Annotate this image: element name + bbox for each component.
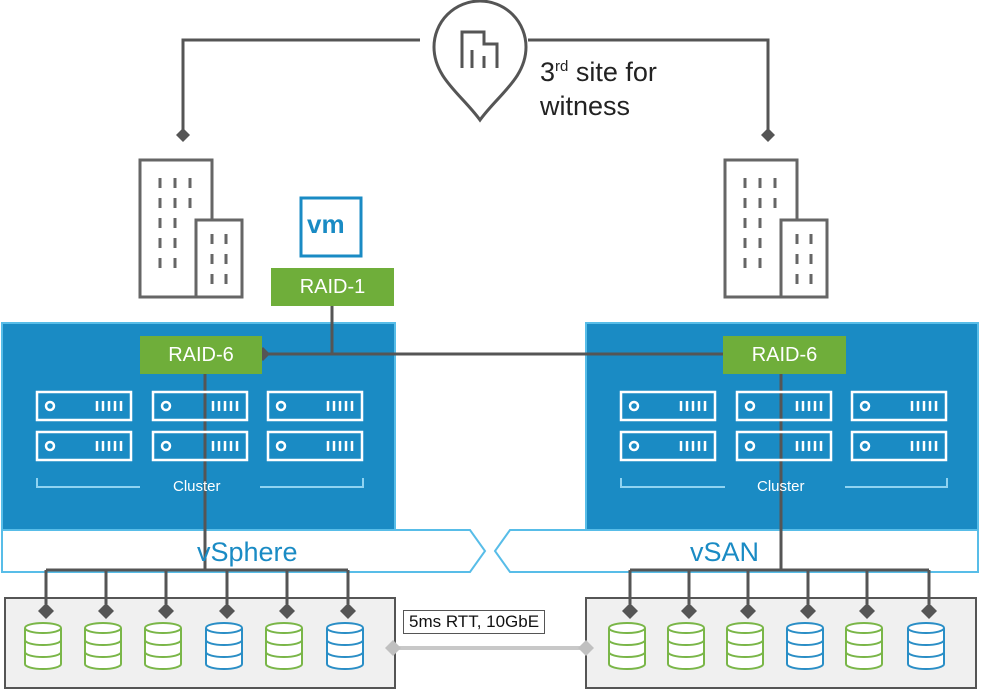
witness-site-label: 3rd site for witness [540,50,657,123]
server-icon [619,390,717,422]
disk-icon [907,622,945,670]
diamond-connector-icon [800,603,816,619]
diamond-connector-icon [859,603,875,619]
diamond-connector-icon [219,603,235,619]
disk-icon [786,622,824,670]
inter-site-link-label: 5ms RTT, 10GbE [403,610,546,634]
witness-post: site for [568,57,657,87]
disk-icon [726,622,764,670]
diamond-connector-icon [622,603,638,619]
server-icon [266,430,364,462]
server-icon [151,390,249,422]
witness-pre: 3 [540,57,556,87]
diamond-connector-icon [578,640,594,656]
server-icon [151,430,249,462]
disk-icon [144,622,182,670]
building-icon [723,158,829,299]
diamond-connector-icon [98,603,114,619]
diamond-connector-icon [761,128,775,142]
server-icon [266,390,364,422]
server-icon [619,430,717,462]
disk-icon [608,622,646,670]
diamond-connector-icon [740,603,756,619]
server-icon [850,430,948,462]
left-cluster-bracket [36,478,364,488]
left-disk-group [24,568,364,670]
disk-icon [84,622,122,670]
right-disk-group [608,568,945,670]
right-raid6-badge: RAID-6 [723,336,846,374]
diamond-connector-icon [340,603,356,619]
server-icon [35,430,133,462]
map-pin-icon [432,0,528,123]
left-cluster-label: Cluster [173,478,221,495]
raid1-badge: RAID-1 [271,268,394,306]
vm-icon [299,196,363,258]
server-icon [735,430,833,462]
disk-icon [205,622,243,670]
witness-line2: witness [540,91,631,121]
disk-icon [845,622,883,670]
server-icon [850,390,948,422]
right-cluster-bracket [620,478,948,488]
server-icon [735,390,833,422]
left-platform-label: vSphere [197,537,298,567]
left-raid6-badge: RAID-6 [140,336,262,374]
diamond-connector-icon [158,603,174,619]
building-icon [138,158,244,299]
right-server-grid [619,390,948,462]
disk-icon [24,622,62,670]
disk-icon [667,622,705,670]
diamond-connector-icon [921,603,937,619]
diamond-connector-icon [681,603,697,619]
disk-icon [265,622,303,670]
vm-label: vm [307,209,345,239]
witness-sup: rd [555,58,569,75]
witness-link-right [528,38,770,135]
server-icon [35,390,133,422]
diamond-connector-icon [176,128,190,142]
witness-link-left [181,38,420,135]
left-server-grid [35,390,364,462]
disk-icon [326,622,364,670]
diamond-connector-icon [385,640,401,656]
right-cluster-label: Cluster [757,478,805,495]
right-platform-label: vSAN [690,537,760,567]
diamond-connector-icon [279,603,295,619]
diamond-connector-icon [38,603,54,619]
